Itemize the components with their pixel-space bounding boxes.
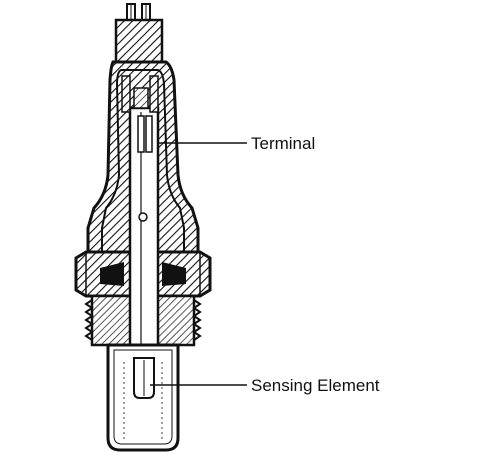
- terminal-label: Terminal: [251, 134, 315, 153]
- top-grommet: [114, 18, 164, 68]
- sensing-element: [133, 357, 155, 399]
- sensing-element-label: Sensing Element: [251, 376, 380, 395]
- terminal-connector: [121, 75, 159, 153]
